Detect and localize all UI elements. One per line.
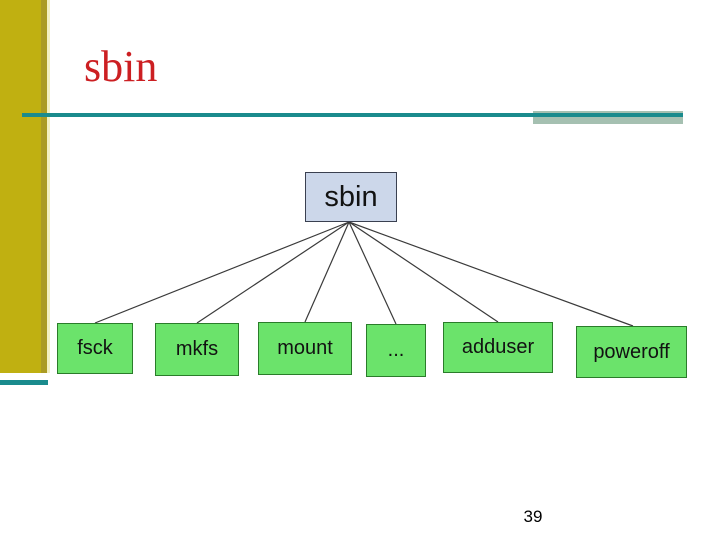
connector-line (348, 221, 634, 327)
connector-line (196, 221, 350, 324)
page-number: 39 (523, 507, 543, 526)
title-underline (22, 113, 683, 117)
tree-node-adduser: adduser (443, 322, 553, 373)
connector-line (348, 221, 397, 325)
tree-node-mkfs: mkfs (155, 323, 239, 376)
sidebar-bottom-tick (0, 380, 48, 385)
connector-line (304, 221, 350, 323)
tree-node-fsck: fsck (57, 323, 133, 374)
connector-line (94, 221, 350, 324)
tree-node-mount: mount (258, 322, 352, 375)
tree-node-ellipsis: ... (366, 324, 426, 377)
slide-title: sbin (84, 42, 158, 91)
sidebar-accent-bar (0, 0, 50, 373)
tree-node-poweroff: poweroff (576, 326, 687, 378)
tree-node-sbin: sbin (305, 172, 397, 222)
connector-line (348, 221, 499, 323)
